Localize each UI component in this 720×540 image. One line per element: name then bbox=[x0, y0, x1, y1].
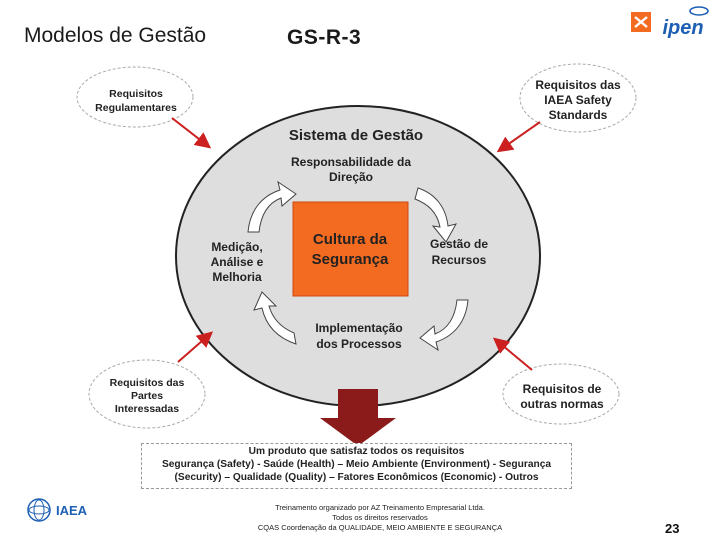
management-system-title: Sistema de Gestão bbox=[289, 127, 423, 144]
iaea-logo: IAEA bbox=[27, 498, 88, 522]
other-standards-label-1: Requisitos de bbox=[523, 382, 602, 396]
responsibility-label-1: Responsabilidade da bbox=[291, 155, 411, 169]
measurement-label-2: Análise e bbox=[211, 255, 264, 269]
stakeholders-label-3: Interessadas bbox=[115, 403, 179, 415]
footer-line-2: Todos os direitos reservados bbox=[332, 513, 428, 522]
regulatory-label-1: Requisitos bbox=[109, 88, 163, 100]
arrow-other bbox=[492, 337, 533, 371]
product-line-2: Segurança (Safety) - Saúde (Health) – Me… bbox=[161, 459, 552, 470]
footer-credits: Treinamento organizado por AZ Treinament… bbox=[230, 503, 530, 533]
ipen-logo: ipen bbox=[631, 6, 709, 38]
measurement-label-3: Melhoria bbox=[212, 270, 262, 284]
iaea-logo-text: IAEA bbox=[56, 503, 88, 518]
cycle-arrow-bottom-right bbox=[419, 299, 469, 352]
footer-line-1: Treinamento organizado por AZ Treinament… bbox=[275, 503, 485, 512]
page-title: Modelos de Gestão bbox=[24, 24, 207, 47]
input-regulatory bbox=[76, 66, 194, 128]
input-iaea-standards bbox=[519, 63, 637, 133]
stakeholders-label-2: Partes bbox=[131, 390, 163, 402]
arrow-regulatory bbox=[171, 117, 212, 149]
product-output-arrow bbox=[320, 389, 396, 446]
other-standards-label-2: outras normas bbox=[520, 397, 604, 411]
iaea-label-2: IAEA Safety bbox=[544, 93, 612, 107]
standard-code: GS-R-3 bbox=[287, 26, 362, 49]
ipen-logo-text: ipen bbox=[662, 17, 703, 38]
stakeholders-label-1: Requisitos das bbox=[110, 377, 185, 389]
safety-culture-box bbox=[292, 201, 409, 297]
safety-culture-label-1: Cultura da bbox=[313, 231, 388, 248]
cycle-arrow-top-right bbox=[414, 187, 457, 243]
resources-label-1: Gestão de bbox=[430, 237, 488, 251]
resources-label-2: Recursos bbox=[432, 253, 487, 267]
arrow-iaea bbox=[496, 121, 541, 153]
footer-line-3: CQAS Coordenação da QUALIDADE, MEIO AMBI… bbox=[257, 523, 503, 532]
input-other-standards bbox=[502, 363, 620, 425]
product-line-1: Um produto que satisfaz todos os requisi… bbox=[248, 446, 465, 457]
implementation-label-2: dos Processos bbox=[316, 337, 402, 351]
product-line-3: (Security) – Qualidade (Quality) – Fator… bbox=[174, 472, 539, 483]
regulatory-label-2: Regulamentares bbox=[95, 102, 177, 114]
arrow-stakeholders bbox=[177, 331, 214, 363]
iaea-emblem-icon bbox=[27, 498, 51, 522]
cycle-arrow-bottom-left bbox=[253, 291, 297, 345]
implementation-label-1: Implementação bbox=[315, 321, 402, 335]
responsibility-label-2: Direção bbox=[329, 170, 373, 184]
product-requirements-box: Um produto que satisfaz todos os requisi… bbox=[141, 443, 572, 489]
iaea-label-3: Standards bbox=[549, 108, 608, 122]
measurement-label-1: Medição, bbox=[211, 240, 262, 254]
iaea-label-1: Requisitos das bbox=[535, 78, 621, 92]
page-number: 23 bbox=[665, 521, 680, 536]
input-stakeholders bbox=[88, 359, 206, 429]
safety-culture-label-2: Segurança bbox=[312, 251, 389, 268]
cycle-arrow-top-left bbox=[247, 180, 297, 233]
